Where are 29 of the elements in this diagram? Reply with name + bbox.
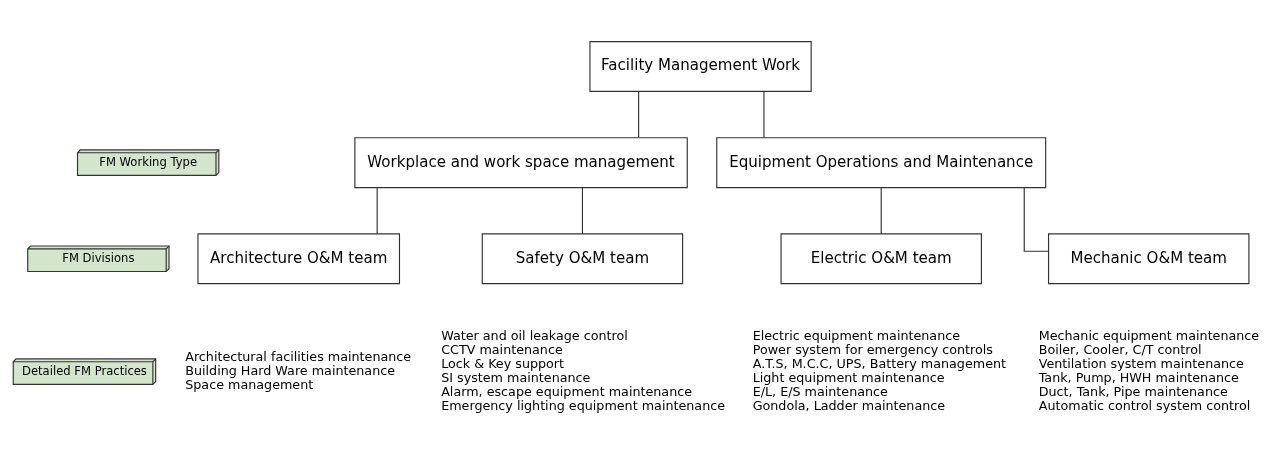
connector [376,186,378,234]
node-box: Mechanic O&M team [1048,232,1250,284]
node-label: Emergency lighting equipment maintenance [441,397,726,413]
node-label: Lock & Key support [441,355,565,371]
node-box: Facility Management Work [589,40,812,92]
node-box: Architecture O&M team [197,232,401,284]
node-label: Alarm, escape equipment maintenance [441,383,693,399]
node-label: Electric equipment maintenance [752,327,961,343]
node-box: Safety O&M team [481,232,684,284]
node-label: CCTV maintenance [441,341,563,357]
node-label: Light equipment maintenance [752,369,945,385]
node-label: Architectural facilities maintenance [185,348,412,364]
node-box: Electric O&M team [780,232,982,284]
connector [581,186,584,234]
node-label: Ventilation system maintenance [1038,355,1244,371]
connector [1023,186,1050,252]
node-label: Automatic control system control [1038,397,1251,413]
node-label: Mechanic equipment maintenance [1038,327,1260,343]
node-label: Building Hard Ware maintenance [185,362,396,378]
connector [638,90,640,138]
connector [763,90,765,138]
node-label: Water and oil leakage control [441,327,628,343]
node-label: Space management [185,376,314,392]
node-label: Duct, Tank, Pipe maintenance [1038,383,1228,399]
node-label: Gondola, Ladder maintenance [752,397,946,413]
connector [880,186,882,234]
node-label: Tank, Pump, HWH maintenance [1038,369,1239,385]
node-box: Workplace and work space management [354,136,688,188]
node-box: Equipment Operations and Maintenance [716,136,1047,188]
